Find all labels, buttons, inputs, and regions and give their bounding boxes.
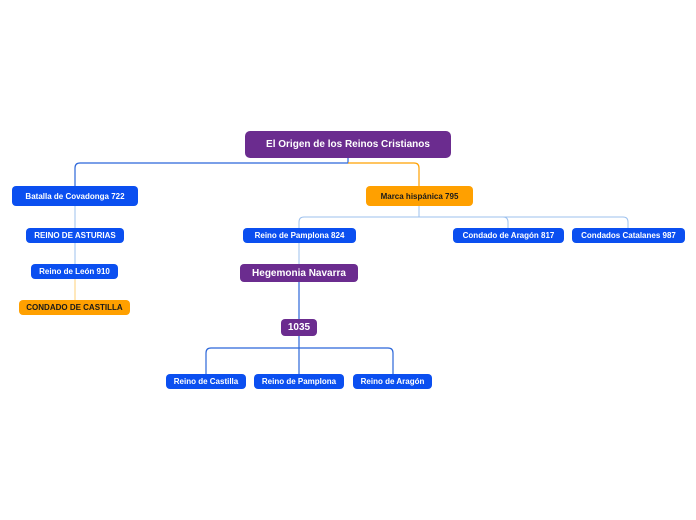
node-1035[interactable]: 1035 <box>281 319 317 336</box>
node-reino-aragon[interactable]: Reino de Aragón <box>353 374 432 389</box>
node-condados-catalanes[interactable]: Condados Catalanes 987 <box>572 228 685 243</box>
node-condado-aragon[interactable]: Condado de Aragón 817 <box>453 228 564 243</box>
link-root-covadonga <box>74 158 349 186</box>
link-1035-children <box>205 336 394 374</box>
node-reino-pamplona-824[interactable]: Reino de Pamplona 824 <box>243 228 356 243</box>
node-reino-castilla[interactable]: Reino de Castilla <box>166 374 246 389</box>
root-label: El Origen de los Reinos Cristianos <box>266 139 430 150</box>
root-node[interactable]: El Origen de los Reinos Cristianos <box>245 131 451 158</box>
node-condado-castilla[interactable]: CONDADO DE CASTILLA <box>19 300 130 315</box>
condado-castilla-label: CONDADO DE CASTILLA <box>26 303 123 312</box>
reino-castilla-label: Reino de Castilla <box>173 377 239 386</box>
node-reino-pamplona[interactable]: Reino de Pamplona <box>254 374 344 389</box>
hegemonia-navarra-label: Hegemonia Navarra <box>252 267 346 279</box>
node-hegemonia-navarra[interactable]: Hegemonia Navarra <box>240 264 358 282</box>
reino-pamplona-824-label: Reino de Pamplona 824 <box>254 231 345 240</box>
link-root-marca <box>348 162 420 186</box>
condado-aragon-label: Condado de Aragón 817 <box>462 231 555 240</box>
reino-pamplona-label: Reino de Pamplona <box>261 377 337 386</box>
node-marca-hispanica[interactable]: Marca hispánica 795 <box>366 186 473 206</box>
node-reino-leon[interactable]: Reino de León 910 <box>31 264 118 279</box>
reino-leon-label: Reino de León 910 <box>39 267 110 276</box>
reino-asturias-label: REINO DE ASTURIAS <box>34 231 116 240</box>
batalla-covadonga-label: Batalla de Covadonga 722 <box>25 191 125 201</box>
node-batalla-covadonga[interactable]: Batalla de Covadonga 722 <box>12 186 138 206</box>
year-1035-label: 1035 <box>287 322 311 333</box>
node-reino-asturias[interactable]: REINO DE ASTURIAS <box>26 228 124 243</box>
reino-aragon-label: Reino de Aragón <box>360 377 425 386</box>
marca-hispanica-label: Marca hispánica 795 <box>380 191 459 201</box>
condados-catalanes-label: Condados Catalanes 987 <box>581 231 676 240</box>
link-marca-children <box>298 206 629 228</box>
